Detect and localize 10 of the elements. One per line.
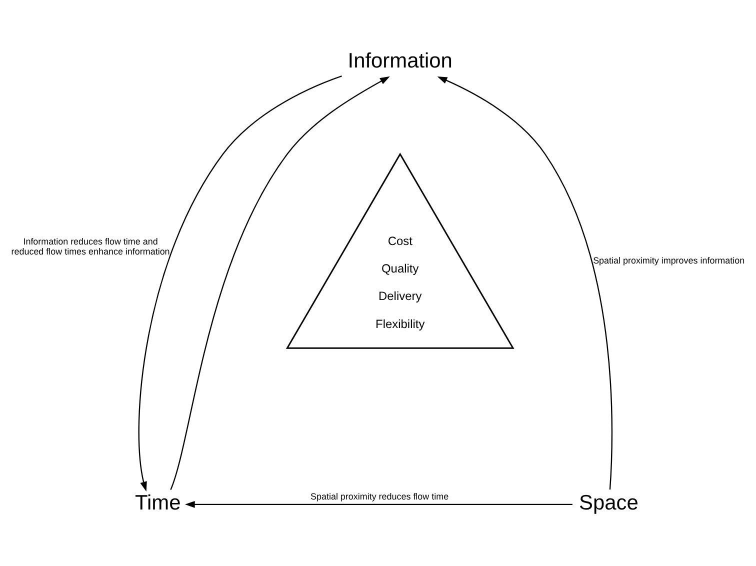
arrow bbox=[184, 500, 572, 508]
edge-label: Spatial proximity improves information bbox=[593, 254, 745, 265]
arrow bbox=[138, 75, 342, 492]
node-text: Space bbox=[579, 491, 638, 514]
node-text: Information bbox=[348, 49, 452, 72]
edge-label: Information reduces flow time and reduced flow times enhance information bbox=[11, 236, 170, 256]
node-text: Time bbox=[135, 491, 181, 514]
arrow bbox=[170, 76, 390, 490]
edge-label: Spatial proximity reduces flow time bbox=[310, 491, 449, 502]
arrow bbox=[437, 76, 613, 490]
